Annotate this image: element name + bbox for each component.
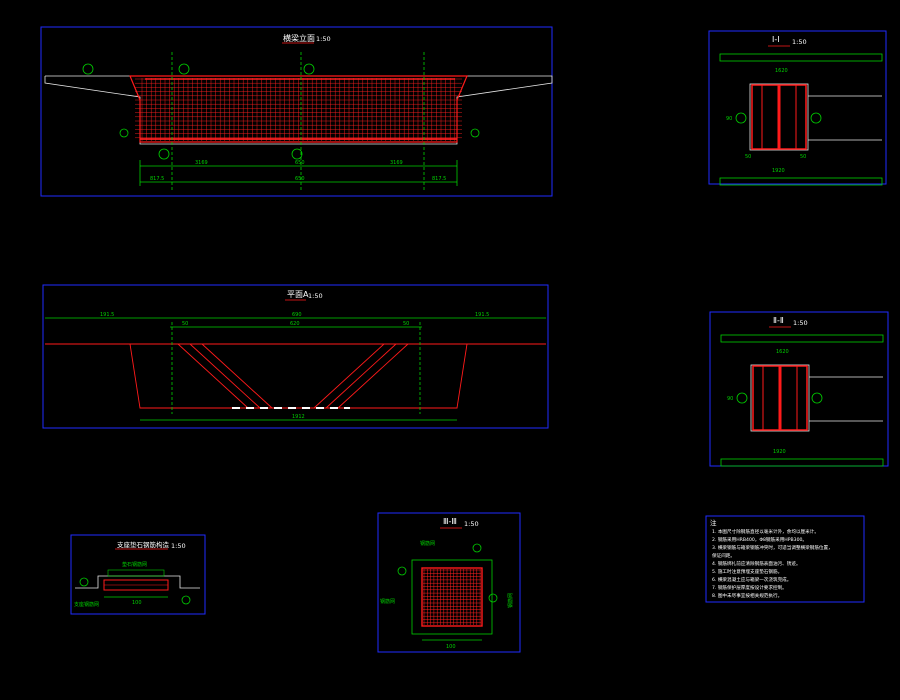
section-3-title: Ⅲ-Ⅲ <box>443 517 457 526</box>
section-2-marker-right <box>811 392 823 404</box>
section-1-title: Ⅰ-Ⅰ <box>772 35 780 44</box>
section-2-title: Ⅱ-Ⅱ <box>773 316 784 325</box>
deck-outline <box>44 75 553 145</box>
marker-circle-4 <box>158 148 170 160</box>
section-3-frame <box>377 512 521 653</box>
dim-left-mid: 3169 <box>195 160 208 166</box>
plan-dim-side-b: 50 <box>403 321 409 327</box>
marker-circle-7 <box>470 128 480 138</box>
bearing-outline <box>75 575 200 589</box>
bearing-label-left: 支座钢筋网 <box>74 601 99 608</box>
bearing-marker-right <box>181 595 191 605</box>
plan-view-frame <box>42 284 549 429</box>
bearing-detail-title: 支座垫石钢筋构造 <box>117 540 170 549</box>
bearing-label-top: 垫石钢筋网 <box>122 561 147 568</box>
notes-frame <box>705 515 865 603</box>
note-line-7: 6. 横梁混凝土应与箱梁一次浇筑完成。 <box>712 576 791 583</box>
section-1-beam <box>749 83 809 151</box>
section-2-rebar <box>752 365 808 431</box>
note-line-6: 5. 施工时注意预埋支座垫石钢筋。 <box>712 568 782 575</box>
dim-total: 650 <box>295 176 305 182</box>
bearing-dim-width: 100 <box>132 600 142 606</box>
bearing-detail-scale: 1:50 <box>171 542 186 550</box>
section-3-scale: 1:50 <box>464 520 479 528</box>
note-line-5: 4. 钢筋绑扎前应清除钢筋表面油污、锈迹。 <box>712 560 801 567</box>
section-2-height: 90 <box>727 396 733 402</box>
marker-circle-1 <box>82 63 94 75</box>
section-1-scale: 1:50 <box>792 38 807 46</box>
bearing-detail-view: 支座垫石钢筋构造 1:50 垫石钢筋网 支座钢筋网 100 <box>70 534 206 615</box>
plan-girder-outline <box>129 343 468 409</box>
section-2-width-top: 1620 <box>776 349 789 355</box>
section-2-width-bottom: 1920 <box>773 449 786 455</box>
section-3-marker-top <box>472 543 482 553</box>
plan-scale: 1:50 <box>308 292 323 300</box>
marker-circle-5 <box>291 148 303 160</box>
section-3-side-note: 钢筋网 <box>507 593 514 608</box>
section-1-b2: 50 <box>800 154 806 160</box>
elevation-view-frame <box>40 26 553 197</box>
bearing-marker-left <box>79 577 89 587</box>
section-3-label-top: 钢筋网 <box>420 540 435 547</box>
plan-title: 平面A <box>287 290 309 299</box>
note-line-8: 7. 钢筋保护层厚度按设计要求控制。 <box>712 584 787 591</box>
section-2-marker-left <box>736 392 748 404</box>
section-1-height: 90 <box>726 116 732 122</box>
note-line-4: 保证间距。 <box>712 552 735 559</box>
elevation-view: 横梁立面 1:50 3169 3169 650 817.5 817.5 650 <box>40 26 553 197</box>
section-1-view: Ⅰ-Ⅰ 1:50 1620 1920 90 50 50 <box>708 30 887 186</box>
section-1-width-top: 1620 <box>775 68 788 74</box>
plan-dim-bottom-total: 1912 <box>292 414 305 420</box>
elevation-title: 横梁立面 <box>283 33 315 43</box>
marker-circle-2 <box>178 63 190 75</box>
section-1-b1: 50 <box>745 154 751 160</box>
notes-heading: 注 <box>710 518 717 527</box>
section-2-view: Ⅱ-Ⅱ 1:50 1620 1920 90 <box>709 311 889 467</box>
section-1-marker-right <box>810 112 822 124</box>
plan-dim-left-end: 191.5 <box>100 312 114 318</box>
plan-dim-top-inner: 620 <box>290 321 300 327</box>
dim-right-end: 817.5 <box>432 176 446 182</box>
dim-left-end: 817.5 <box>150 176 164 182</box>
plan-dim-side-a: 50 <box>182 321 188 327</box>
section-3-marker-right <box>488 593 498 603</box>
section-1-dimchain-top <box>719 53 883 62</box>
section-2-dimchain-top <box>720 334 884 343</box>
plan-diagonal-bars <box>177 343 409 409</box>
note-line-2: 2. 钢筋采用HRB400，Φ8钢筋采用HPB300。 <box>712 536 807 543</box>
section-3-outline <box>411 559 493 635</box>
section-1-dimchain-bottom <box>719 177 883 186</box>
bearing-hatch <box>107 569 165 577</box>
note-line-3: 3. 横梁钢筋与箱梁钢筋冲突时，可适当调整横梁钢筋位置， <box>712 544 833 551</box>
note-line-1: 1. 本图尺寸除钢筋直径以毫米计外，余均以厘米计。 <box>712 528 819 535</box>
rebar-mesh-elevation <box>129 75 468 143</box>
plan-dim-right-end: 191.5 <box>475 312 489 318</box>
section-1-rebar <box>751 84 807 150</box>
note-line-9: 8. 图中未尽事宜按相关规范执行。 <box>712 592 782 599</box>
section-2-beam <box>750 364 810 432</box>
bearing-detail-frame <box>70 534 206 615</box>
dim-center: 650 <box>295 160 305 166</box>
elevation-scale: 1:50 <box>316 35 331 43</box>
plan-view: 平面A 1:50 191.5 690 191.5 620 50 50 1912 <box>42 284 549 429</box>
section-3-rebar-mesh <box>421 567 483 627</box>
plan-dim-top-total: 690 <box>292 312 302 318</box>
dim-right-mid: 3169 <box>390 160 403 166</box>
section-2-dimchain-bottom <box>720 458 884 467</box>
section-3-dim-bottom: 100 <box>446 644 456 650</box>
marker-circle-6 <box>119 128 129 138</box>
section-1-marker-left <box>735 112 747 124</box>
section-3-view: Ⅲ-Ⅲ 1:50 钢筋网 钢筋网 100 钢筋网 <box>377 512 521 653</box>
section-1-width-bottom: 1920 <box>772 168 785 174</box>
marker-circle-3 <box>303 63 315 75</box>
section-1-frame <box>708 30 887 185</box>
section-3-marker-left <box>397 566 407 576</box>
notes-panel: 注 1. 本图尺寸除钢筋直径以毫米计外，余均以厘米计。 2. 钢筋采用HRB40… <box>705 515 865 603</box>
section-3-label-left: 钢筋网 <box>380 598 395 605</box>
section-2-scale: 1:50 <box>793 319 808 327</box>
